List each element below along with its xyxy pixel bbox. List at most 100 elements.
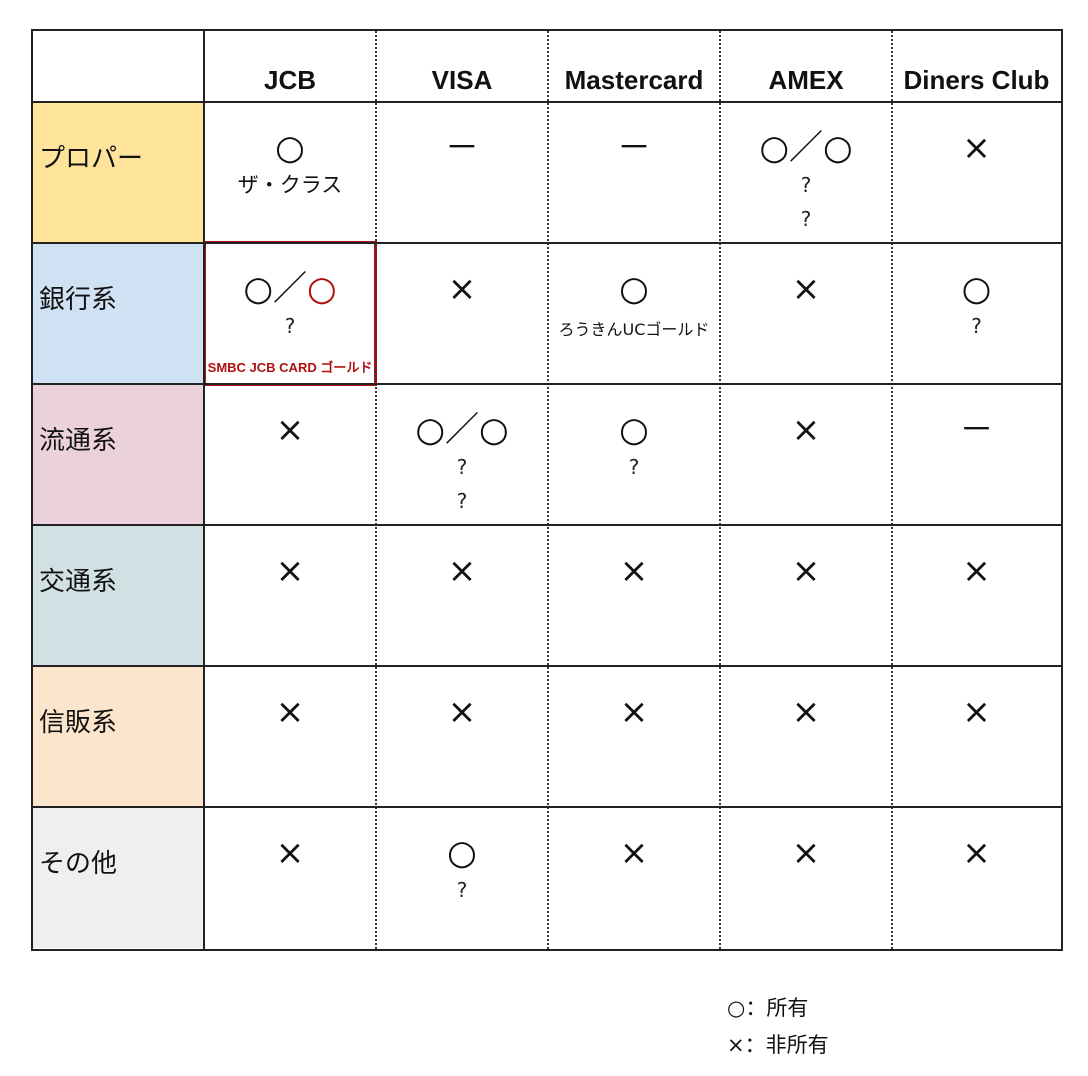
column-header: AMEX [768,65,844,95]
status-mark: × [447,692,477,732]
column-header: VISA [431,65,493,95]
table-cell: × [892,666,1061,807]
table-cell: × [204,384,376,525]
table-cell: ○ ザ・クラス [204,102,376,243]
status-mark-highlighted: ○ [307,269,337,309]
table-cell: × [204,807,376,948]
table-cell: ○／○?? [376,384,548,525]
row-divider [33,524,1061,526]
status-mark: × [619,833,649,873]
table-cell: × [720,807,892,948]
question-mark: ? [971,314,982,338]
status-mark: ○ [275,128,305,168]
row-background [33,102,204,243]
status-mark: ○／○ [759,128,853,168]
row-header: 銀行系 [39,285,118,315]
legend-not-owned: ×：非所有 [727,1033,829,1057]
row-header: 流通系 [39,426,118,456]
status-mark: － [445,128,479,168]
table-cell: × [376,666,548,807]
status-mark: ○ [619,410,649,450]
row-divider [33,101,1061,103]
table-cell: × [376,525,548,666]
table-cell: × [892,525,1061,666]
status-mark: － [617,128,651,168]
column-divider [375,31,377,949]
status-mark: × [791,269,821,309]
table-cell: ○? [892,243,1061,384]
question-mark: ? [800,207,812,231]
status-mark: ○／○ [243,269,336,309]
row-background [33,243,204,384]
status-mark: × [791,551,821,591]
table-cell: × [204,666,376,807]
column-header: Mastercard [564,65,704,95]
status-mark: × [275,410,305,450]
status-mark: × [791,692,821,732]
column-divider [203,31,205,949]
question-mark: ? [456,489,468,513]
row-divider [33,806,1061,808]
question-mark: ? [628,455,640,479]
row-divider [33,383,1061,385]
row-header: 交通系 [39,567,118,597]
column-header: JCB [263,65,316,95]
table-cell: － [376,102,548,243]
row-background [33,807,204,948]
row-background [33,666,204,807]
row-divider [33,665,1061,667]
table-cell: × [548,807,720,948]
status-mark: × [791,833,821,873]
status-mark-owned: ○／ [243,269,307,309]
table-cell: × [720,525,892,666]
status-mark: － [959,410,994,450]
status-mark: × [962,833,991,873]
column-divider [719,31,721,949]
row-header: その他 [39,849,118,879]
status-mark: × [962,551,991,591]
status-mark: × [619,692,649,732]
question-mark: ? [456,878,468,902]
status-mark: ○／○ [415,410,509,450]
table-cell: × [892,807,1061,948]
status-mark: × [447,551,477,591]
table-cell: × [720,384,892,525]
status-mark: ○ [619,269,649,309]
status-mark: × [962,128,991,168]
row-divider [33,242,1061,244]
status-mark: ○ [961,269,992,309]
table-cell: × [892,102,1061,243]
table-cell: ○? [548,384,720,525]
table-cell: ○ ろうきんUCゴールド [548,243,720,384]
column-divider [891,31,893,949]
row-background [33,525,204,666]
status-mark: × [275,692,305,732]
row-header: プロパー [39,144,144,174]
question-mark: ? [800,173,812,197]
table-cell: ○／○? [204,243,376,384]
legend: ○：所有 ×：非所有 [727,990,829,1064]
table-cell: ○／○?? [720,102,892,243]
table-cell: － [548,102,720,243]
question-mark: ? [284,314,296,338]
card-name: ろうきんUCゴールド [558,320,710,339]
table-cell: × [204,525,376,666]
table-cell: × [720,666,892,807]
table-cell: × [376,243,548,384]
highlight-card-name: SMBC JCB CARD ゴールド [207,360,373,375]
table-cell: － [892,384,1061,525]
column-divider [547,31,549,949]
status-mark: × [619,551,649,591]
status-mark: × [447,269,477,309]
status-mark: ○ [447,833,477,873]
row-header: 信販系 [39,708,118,738]
status-mark: × [962,692,991,732]
table-cell: ○? [376,807,548,948]
table-cell: × [548,666,720,807]
table-cell: × [720,243,892,384]
status-mark: × [275,551,305,591]
question-mark: ? [456,455,468,479]
row-background [33,384,204,525]
card-name: ザ・クラス [237,173,343,197]
